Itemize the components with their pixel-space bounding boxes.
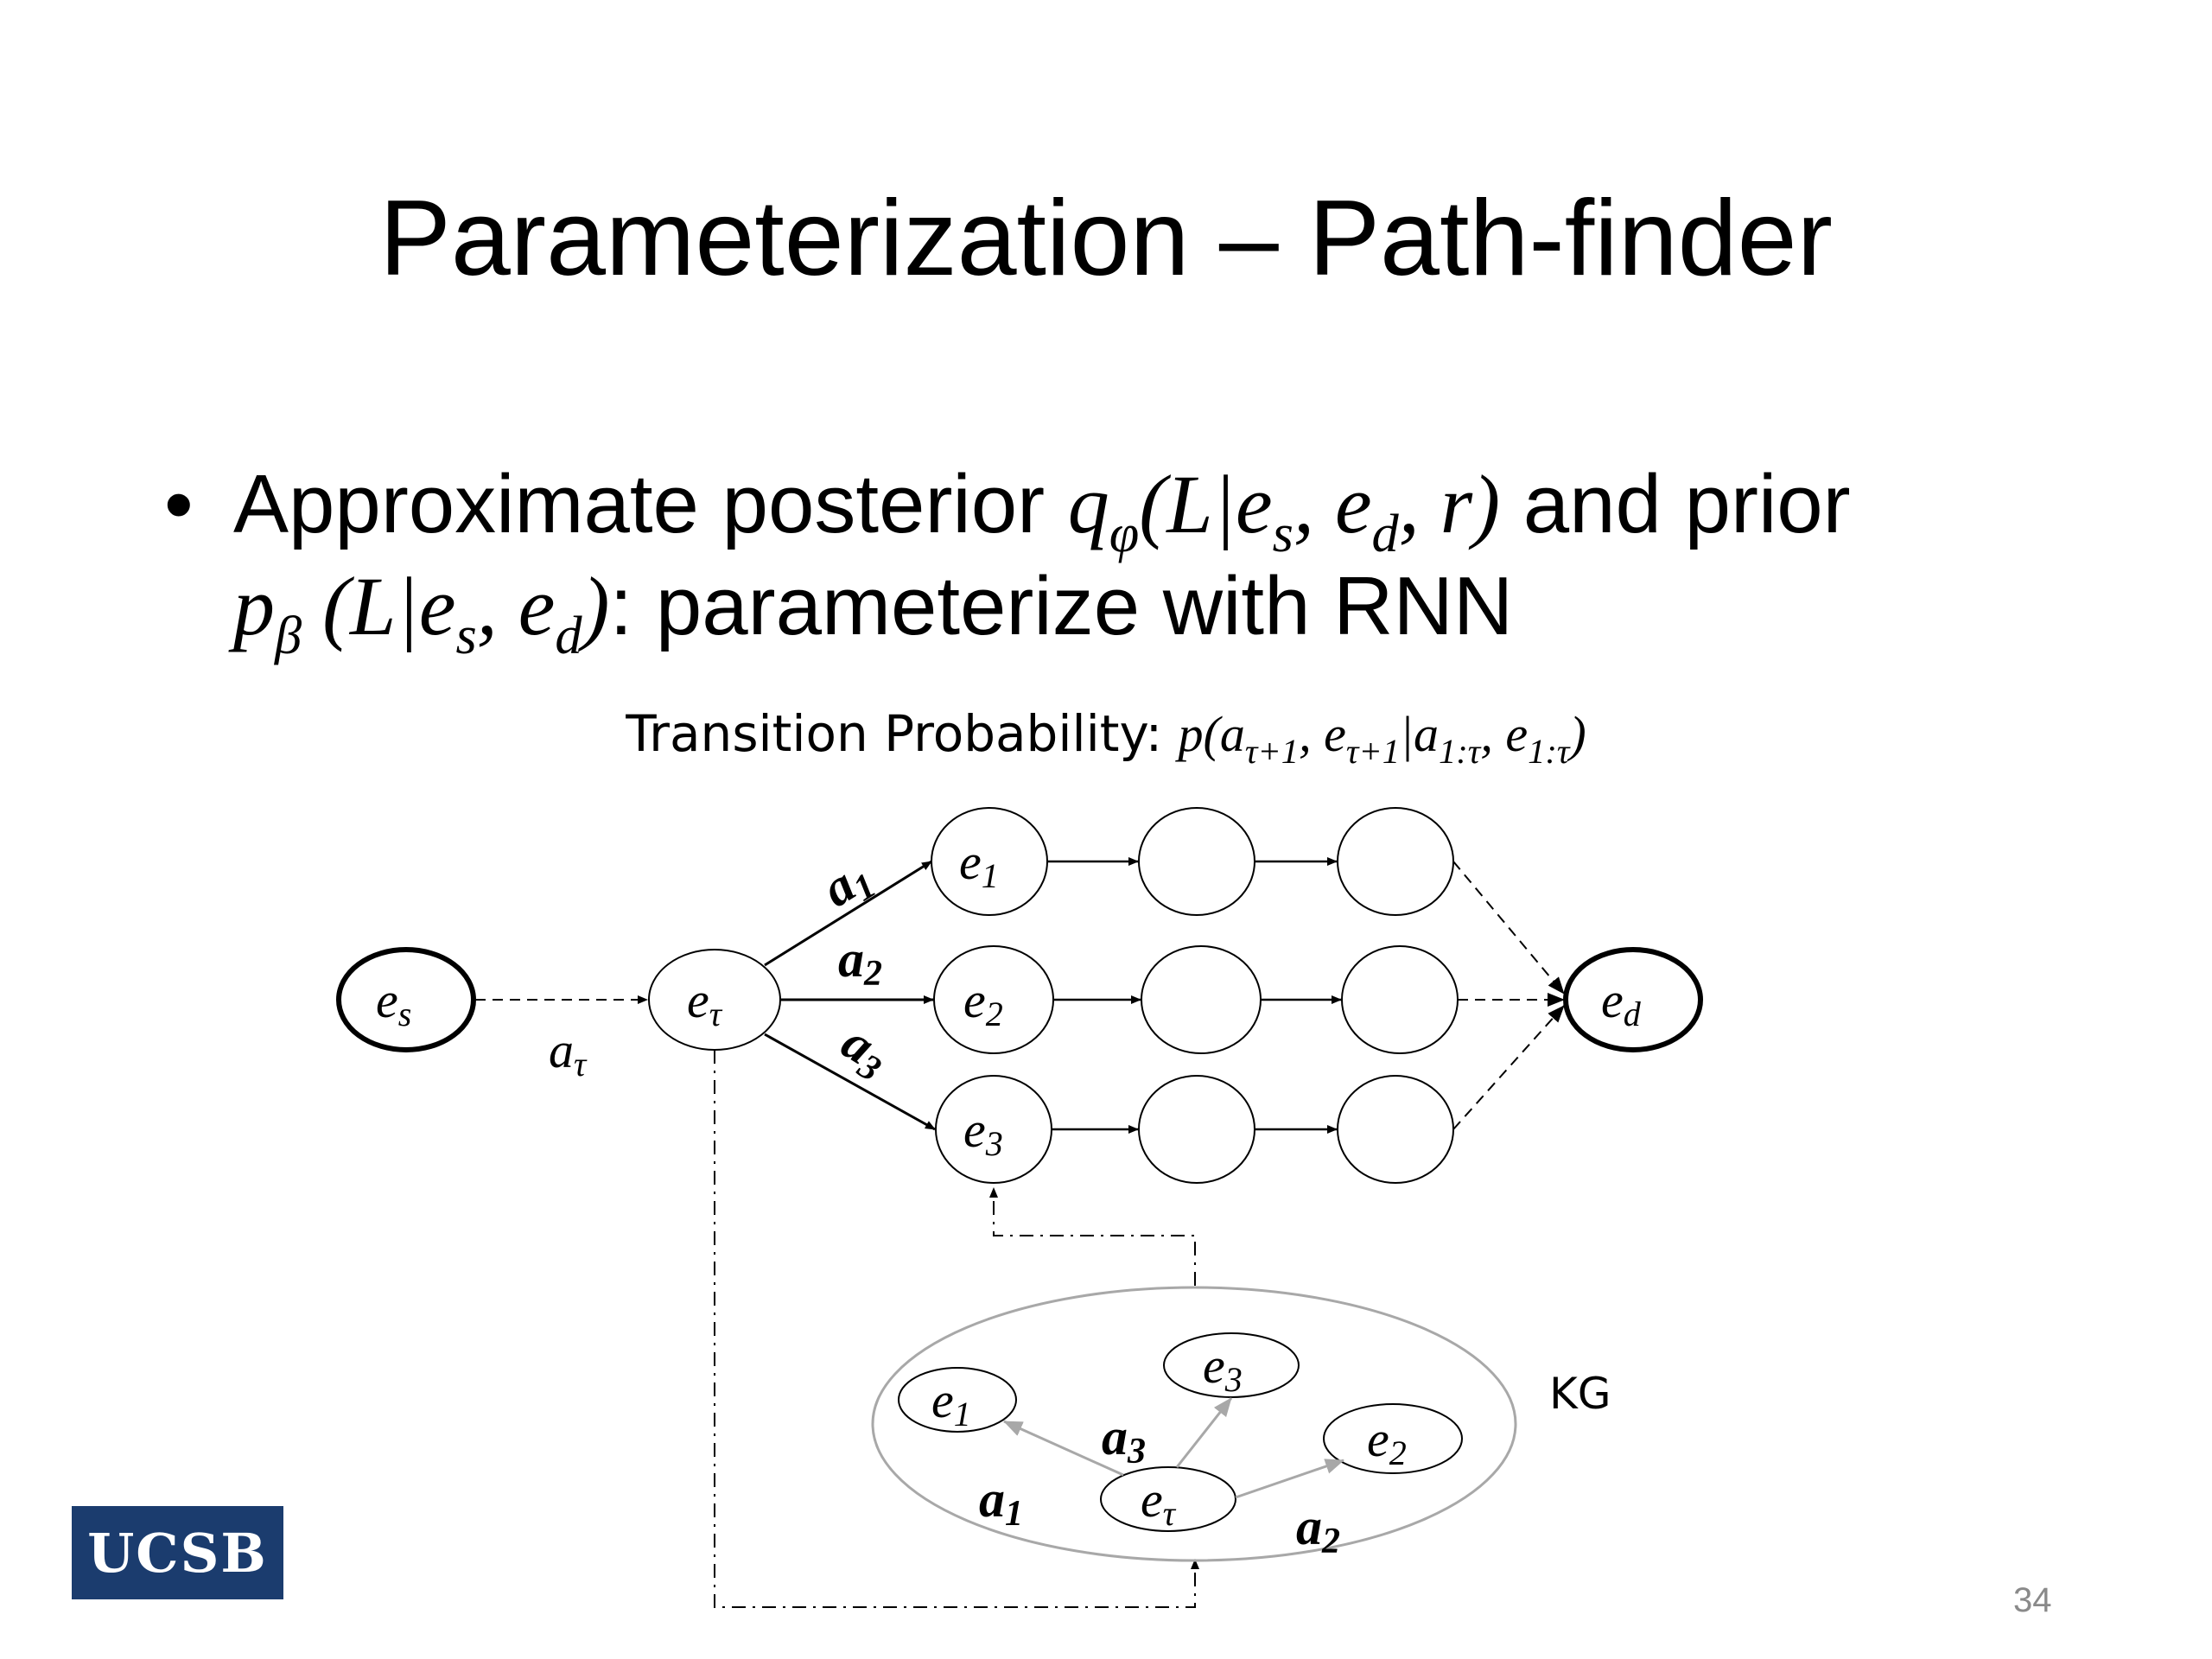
posterior-formula: qφ(L|es, ed, r) bbox=[1067, 458, 1501, 561]
transition-formula: p(aτ+1, eτ+1|a1:τ, e1:τ) bbox=[1178, 706, 1586, 769]
label-etau: eτ bbox=[687, 972, 723, 1033]
tp-end: ) bbox=[1569, 706, 1586, 762]
prior-p-sub: β bbox=[275, 605, 302, 665]
node-r1c2 bbox=[1138, 807, 1255, 916]
kg-label-a3: a3 bbox=[1102, 1408, 1146, 1471]
edge-etau-e1 bbox=[764, 860, 932, 967]
transition-label: Transition Probability: bbox=[626, 704, 1179, 763]
bullet-text: Approximate posterior qφ(L|es, ed, r) an… bbox=[233, 454, 2108, 663]
bullet-text-1: Approximate posterior bbox=[233, 458, 1068, 550]
prior-end: ) bbox=[582, 560, 610, 652]
kg-label-etau: eτ bbox=[1141, 1471, 1177, 1533]
kg-node-e2 bbox=[1323, 1403, 1463, 1474]
prior-d-sub: d bbox=[555, 605, 582, 665]
tp-sub2: τ+1 bbox=[1345, 732, 1401, 772]
node-r3c2 bbox=[1138, 1075, 1255, 1184]
tp-mid3: , e bbox=[1480, 706, 1529, 762]
bullet-point: • Approximate posterior qφ(L|es, ed, r) … bbox=[164, 454, 2108, 663]
kg-edge-a2 bbox=[1235, 1459, 1344, 1499]
tp-mid1: , e bbox=[1299, 706, 1346, 762]
posterior-paren: (L|e bbox=[1139, 458, 1273, 550]
label-a-tau: aτ bbox=[549, 1022, 588, 1084]
posterior-comma: , e bbox=[1293, 458, 1372, 550]
kg-label-a1: a1 bbox=[979, 1471, 1023, 1534]
posterior-d-sub: d bbox=[1371, 503, 1399, 563]
label-e2: e2 bbox=[963, 972, 1003, 1033]
tp-mid2: |a bbox=[1400, 706, 1439, 762]
node-es bbox=[336, 947, 476, 1052]
node-r2c3 bbox=[1341, 945, 1459, 1054]
posterior-q: q bbox=[1067, 458, 1109, 550]
tp-sub3: 1:τ bbox=[1438, 732, 1481, 772]
node-r2c2 bbox=[1141, 945, 1262, 1054]
edge-r3-ed bbox=[1452, 1005, 1565, 1130]
prior-comma: , e bbox=[476, 560, 556, 652]
posterior-end: , r) bbox=[1398, 458, 1501, 550]
prior-formula: pβ (L|es, ed) bbox=[233, 560, 610, 663]
node-ed bbox=[1563, 947, 1703, 1052]
edge-etau-e3 bbox=[764, 1033, 936, 1131]
kg-boundary bbox=[871, 1286, 1517, 1562]
label-e1: e1 bbox=[959, 834, 999, 895]
transition-probability: Transition Probability: p(aτ+1, eτ+1|a1:… bbox=[0, 704, 2212, 769]
kg-node-e3 bbox=[1163, 1332, 1300, 1398]
kg-edge-a3 bbox=[1175, 1397, 1233, 1468]
label-a3: a3 bbox=[829, 1013, 899, 1090]
kg-node-etau bbox=[1100, 1466, 1236, 1532]
kg-edge-a1 bbox=[1003, 1420, 1124, 1477]
kg-label-e1: e1 bbox=[931, 1372, 971, 1433]
label-a1: a1 bbox=[812, 846, 883, 923]
label-a2: a2 bbox=[838, 931, 882, 994]
ucsb-logo: UCSB bbox=[72, 1506, 283, 1599]
kg-label-a2: a2 bbox=[1296, 1498, 1340, 1561]
prior-s-sub: s bbox=[455, 605, 477, 665]
page-number: 34 bbox=[2013, 1581, 2052, 1619]
bullet-text-2: and prior bbox=[1500, 458, 1851, 550]
bullet-dot: • bbox=[164, 458, 194, 550]
bullet-text-3: : parameterize with RNN bbox=[609, 560, 1514, 652]
prior-paren: (L|e bbox=[302, 560, 456, 652]
kg-label-e2: e2 bbox=[1367, 1411, 1407, 1472]
slide-title: Parameterization – Path-finder bbox=[379, 179, 1833, 298]
node-r1c3 bbox=[1337, 807, 1454, 916]
label-ed: ed bbox=[1601, 972, 1642, 1033]
kg-to-e3-connector bbox=[989, 1187, 1196, 1286]
edge-r1-ed bbox=[1452, 861, 1565, 995]
tp-sub4: 1:τ bbox=[1528, 732, 1570, 772]
tp-p: p(a bbox=[1178, 706, 1245, 762]
kg-label-e3: e3 bbox=[1203, 1338, 1243, 1399]
posterior-q-sub: φ bbox=[1109, 503, 1140, 563]
tp-sub1: τ+1 bbox=[1244, 732, 1300, 772]
posterior-s-sub: s bbox=[1272, 503, 1294, 563]
prior-p: p bbox=[233, 560, 275, 652]
kg-node-e1 bbox=[898, 1367, 1017, 1433]
node-r3c3 bbox=[1337, 1075, 1454, 1184]
etau-to-kg-connector bbox=[714, 1050, 1199, 1608]
label-es: es bbox=[376, 972, 411, 1033]
kg-label: KG bbox=[1549, 1369, 1611, 1419]
label-e3: e3 bbox=[963, 1102, 1003, 1163]
